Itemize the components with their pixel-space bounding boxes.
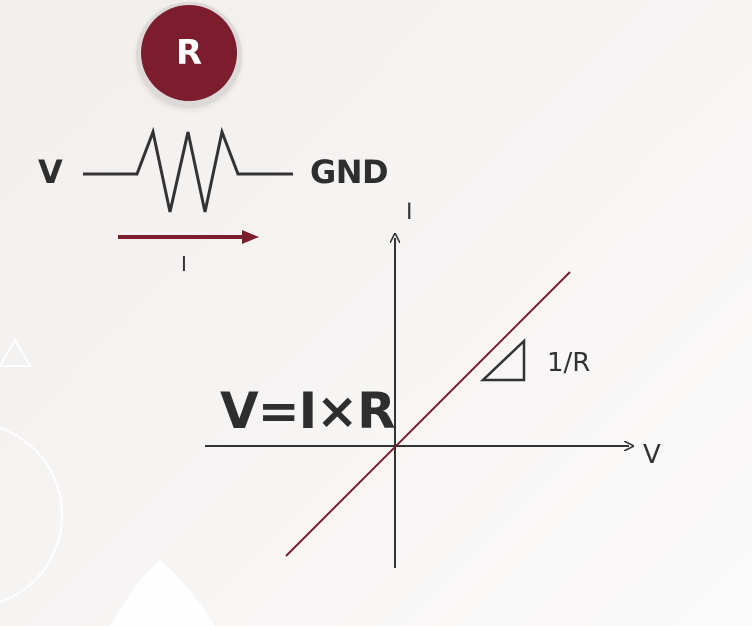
resistor-badge-letter: R [175,33,203,73]
decor-triangle-small [0,337,32,367]
resistor-badge: R [136,2,242,108]
slope-triangle [479,338,526,382]
resistor-symbol [83,126,293,213]
ground-label: GND [310,153,389,191]
voltage-label: V [38,153,63,191]
iv-line [285,271,571,557]
x-axis-label: V [643,440,661,470]
current-arrow-head [242,230,259,244]
current-label: I [181,252,187,276]
decor-circle [0,426,63,604]
ohms-law-formula: V=I×R [220,382,396,440]
decor-triangle-large [110,560,215,626]
y-axis-label: I [406,200,413,225]
resistor-badge-circle: R [141,5,237,101]
slope-label: 1/R [547,348,591,378]
